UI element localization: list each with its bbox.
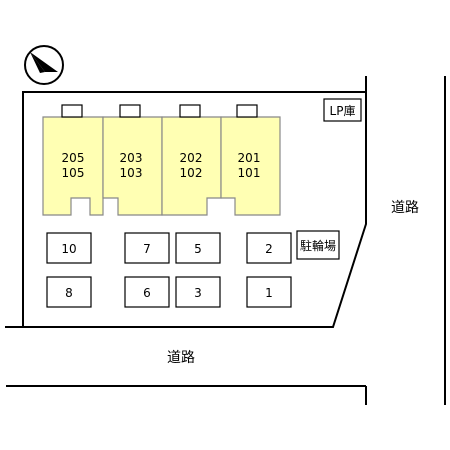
unit-number-lower: 102 <box>180 166 203 180</box>
building-unit: 201 101 <box>220 104 281 216</box>
unit-number-upper: 203 <box>120 151 143 165</box>
unit-number-upper: 202 <box>180 151 203 165</box>
road-label-bottom: 道路 <box>167 350 195 366</box>
bicycle-parking: 駐輪場 <box>296 230 340 260</box>
building-unit: 202 102 <box>161 104 222 216</box>
parking-space-number: 8 <box>65 286 73 300</box>
building-unit: 203 103 <box>102 104 163 216</box>
unit-number-lower: 103 <box>120 166 143 180</box>
parking-space-number: 10 <box>61 242 76 256</box>
parking-space-number: 5 <box>194 242 202 256</box>
unit-number-upper: 201 <box>238 151 261 165</box>
parking-space-number: 2 <box>265 242 273 256</box>
parking-space-number: 1 <box>265 286 273 300</box>
parking-space-number: 6 <box>143 286 151 300</box>
parking-row-bottom: 8 6 3 1 <box>46 276 292 308</box>
unit-number-lower: 101 <box>238 166 261 180</box>
lp-storage-label: LP庫 <box>330 104 356 118</box>
unit-number-lower: 105 <box>62 166 85 180</box>
bicycle-parking-label: 駐輪場 <box>300 238 336 253</box>
building-unit: 205 105 <box>42 104 104 216</box>
north-arrow-icon <box>24 45 64 85</box>
unit-number-upper: 205 <box>62 151 85 165</box>
building-units: 205 105 203 103 202 102 201 101 <box>42 104 281 216</box>
parking-row-top: 10 7 5 2 <box>46 232 292 264</box>
parking-space-number: 3 <box>194 286 202 300</box>
lp-storage: LP庫 <box>323 98 362 122</box>
road-label-right: 道路 <box>391 200 419 216</box>
parking-space-number: 7 <box>143 242 151 256</box>
